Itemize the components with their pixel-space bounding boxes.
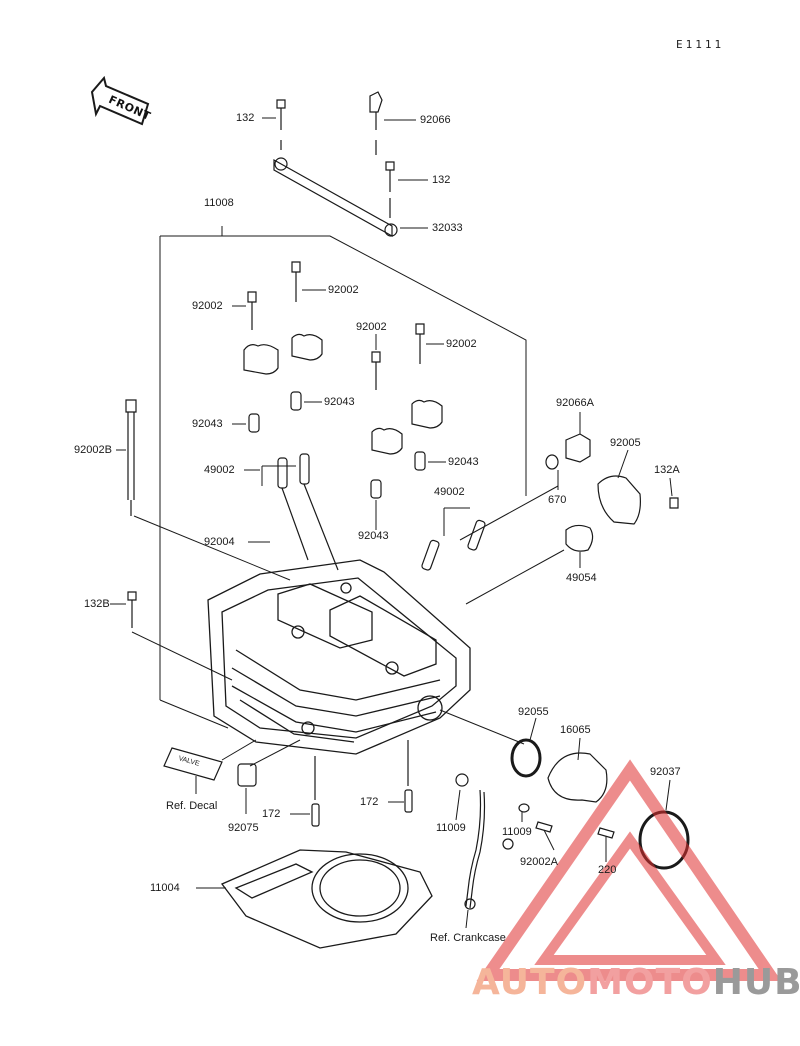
cylinder-head-bracket-lines [159,226,527,729]
label-49054: 49054 [566,572,597,584]
label-92002-1: 92002 [328,284,359,296]
label-92002-3: 92002 [356,321,387,333]
thermostat-parts [459,433,679,605]
label-92043-3: 92043 [448,456,479,468]
decal-valve [163,739,301,787]
label-92002A: 92002A [520,856,558,868]
label-92037: 92037 [650,766,681,778]
front-arrow-icon [90,75,150,126]
label-ref-crankcase: Ref. Crankcase [430,932,506,944]
label-11009-b: 11009 [502,826,532,838]
brand-part-2: MOTO [587,962,713,1003]
label-49002-2: 49002 [434,486,465,498]
cylinder-head-body [207,559,471,755]
label-132A: 132A [654,464,680,476]
brand-part-3: HUB [712,962,800,1003]
label-92043-2: 92043 [192,418,223,430]
label-92002-4: 92002 [446,338,477,350]
studs-172 [127,591,413,827]
watermark-logo [476,759,782,981]
label-132: 132 [236,112,255,124]
label-16065: 16065 [560,724,591,736]
intake-parts [439,709,690,910]
leader-lines [110,117,673,929]
label-92005: 92005 [610,437,641,449]
label-92075: 92075 [228,822,259,834]
label-92043-1: 92043 [324,396,355,408]
label-220: 220 [598,864,617,876]
label-132-b: 132 [432,174,451,186]
cam-caps [243,261,443,499]
brand-part-1: AUTO [472,962,588,1003]
label-92066A: 92066A [556,397,594,409]
label-172-b: 172 [360,796,379,808]
label-ref-decal: Ref. Decal [166,800,218,812]
label-11008: 11008 [204,197,234,209]
label-92004: 92004 [204,536,235,548]
long-bolt-92002B [125,399,291,581]
label-172-a: 172 [262,808,281,820]
tappets-49002 [277,453,486,571]
label-92066: 92066 [420,114,451,126]
label-92043-4: 92043 [358,530,389,542]
head-gasket [220,849,433,949]
label-92002B: 92002B [74,444,112,456]
label-132B: 132B [84,598,110,610]
label-32033: 32033 [432,222,463,234]
sensor-92066 [369,91,383,155]
label-11004: 11004 [150,882,180,894]
label-670: 670 [548,494,567,506]
watermark-brand: AUTOMOTOHUB [472,962,800,1003]
label-92055: 92055 [518,706,549,718]
label-49002-1: 49002 [204,464,235,476]
label-92002-2: 92002 [192,300,223,312]
label-11009-a: 11009 [436,822,466,834]
top-bracket-part [273,99,398,238]
diagram-code: E1111 [676,38,725,51]
